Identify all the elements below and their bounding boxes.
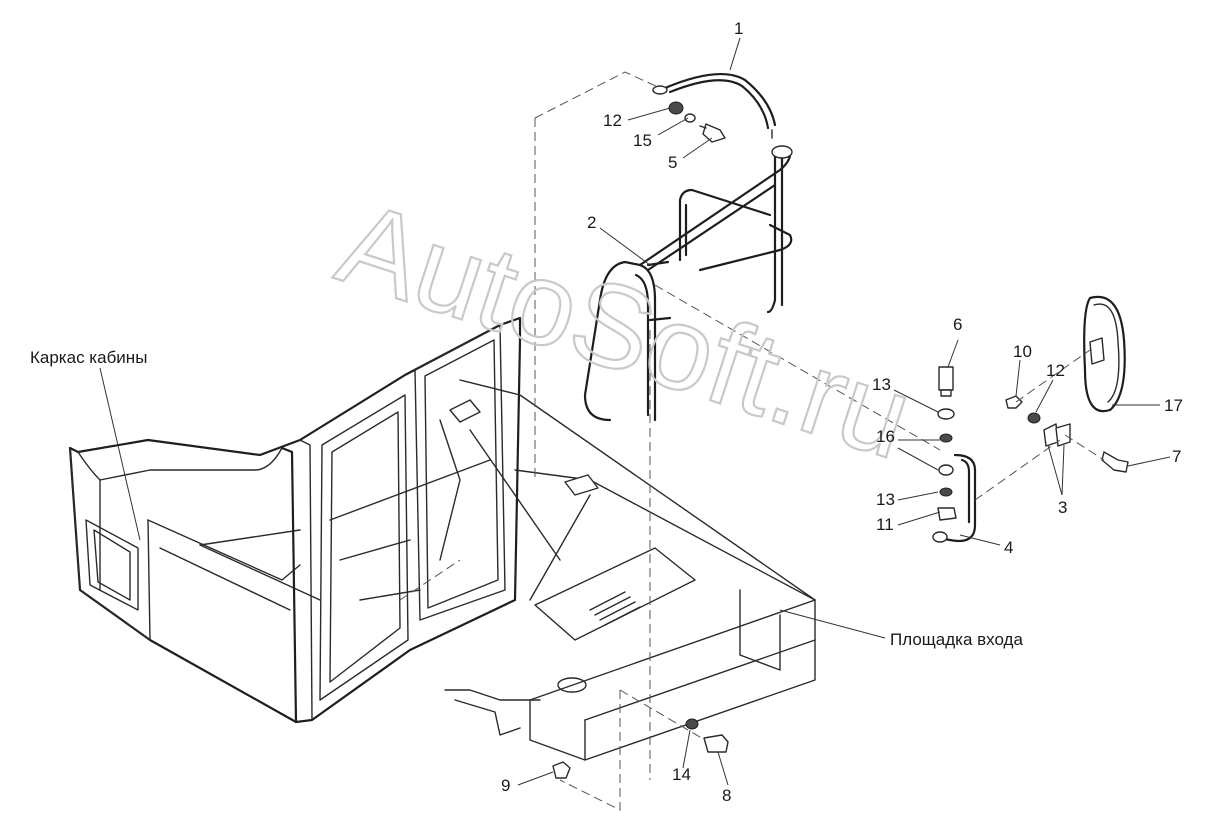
callout-13-lower: 13 — [876, 490, 895, 509]
handrail — [583, 145, 793, 422]
entry-platform — [444, 379, 816, 761]
top-fasteners — [668, 101, 726, 143]
callout-15: 15 — [633, 131, 652, 150]
label-entry-platform: Площадка входа — [890, 630, 1023, 649]
callout-8: 8 — [722, 786, 731, 805]
callout-7: 7 — [1172, 447, 1181, 466]
callout-3: 3 — [1058, 498, 1067, 517]
callout-12-right: 12 — [1046, 361, 1065, 380]
bottom-fasteners — [552, 718, 729, 779]
leader-lines — [99, 37, 1171, 786]
label-cab-frame: Каркас кабины — [30, 348, 147, 367]
callout-13-upper: 13 — [872, 375, 891, 394]
mirror — [1083, 295, 1129, 473]
callout-16: 16 — [876, 427, 895, 446]
callout-10: 10 — [1013, 342, 1032, 361]
callout-2: 2 — [587, 213, 596, 232]
clamp-fasteners — [1005, 395, 1071, 447]
callout-12-top: 12 — [603, 111, 622, 130]
cab-frame — [68, 316, 522, 724]
ground-cable — [652, 72, 777, 139]
callout-4: 4 — [1004, 538, 1013, 557]
grate-slots — [589, 591, 641, 626]
callout-11: 11 — [876, 515, 894, 534]
fastener-stack — [937, 366, 957, 521]
callout-6: 6 — [953, 315, 962, 334]
callout-numbers: 1 12 15 5 2 6 13 16 13 11 10 12 3 17 7 4… — [501, 19, 1183, 805]
assembly-lines — [399, 71, 1105, 811]
callout-5: 5 — [668, 153, 677, 172]
callout-9: 9 — [501, 776, 510, 795]
callout-1: 1 — [734, 19, 743, 38]
callout-14: 14 — [672, 765, 691, 784]
watermark: AutoSoft.ru — [324, 177, 926, 485]
callout-17: 17 — [1164, 396, 1183, 415]
mirror-bracket — [932, 453, 977, 543]
